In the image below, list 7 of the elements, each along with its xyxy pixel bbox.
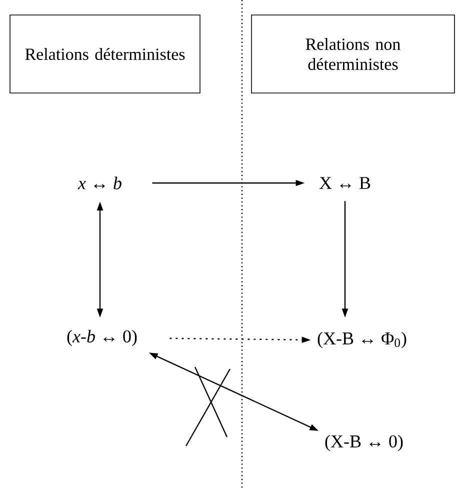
relation-label: x ↔ b	[78, 176, 122, 190]
relation-label: (X-B ↔ Φ$_{0}$)	[318, 332, 406, 348]
category-box: Relations déterministes	[10, 14, 200, 94]
relation-label: X ↔ B	[319, 177, 370, 189]
relation-label: (X-B ↔ 0)	[325, 434, 403, 452]
category-box: Relations non déterministes	[251, 14, 455, 94]
relation-label: (x-b ↔ 0)	[67, 330, 137, 346]
